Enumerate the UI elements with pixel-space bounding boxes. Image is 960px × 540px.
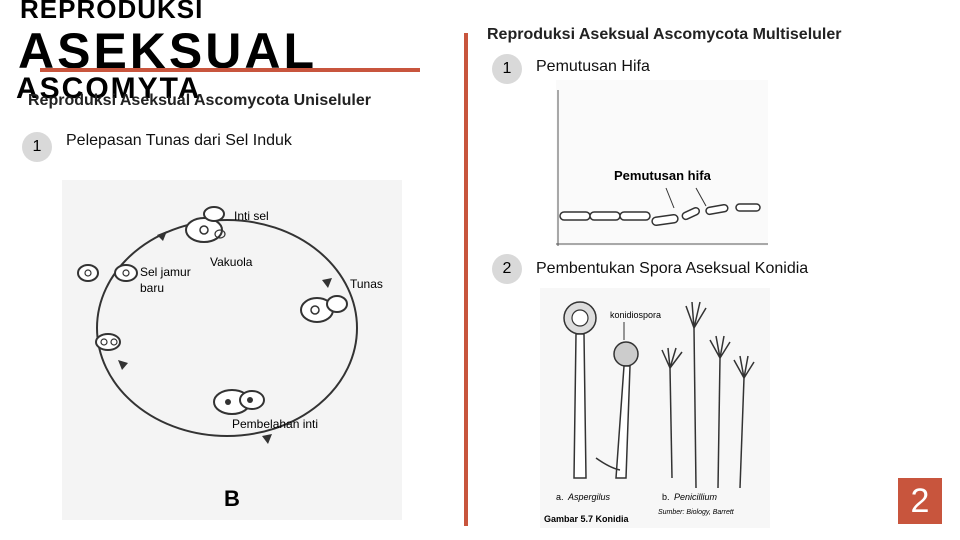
- left-item-1-number: 1: [22, 132, 52, 162]
- conidia-figure: konidiospora a. Aspergilus b. Penicilliu…: [540, 288, 770, 528]
- label-a: a.: [556, 492, 564, 502]
- figure-source: Sumber: Biology, Barrett: [658, 509, 735, 516]
- left-heading: Reproduksi Aseksual Ascomycota Uniselule…: [28, 92, 371, 109]
- label-aspergillus: Aspergilus: [567, 492, 611, 502]
- label-penicillium: Penicillium: [674, 492, 718, 502]
- figure-caption: Gambar 5.7 Konidia: [544, 514, 630, 524]
- label-konidiospora: konidiospora: [610, 310, 661, 320]
- label-pembelahan-inti: Pembelahan inti: [232, 417, 318, 431]
- label-pemutusan-hifa: Pemutusan hifa: [614, 168, 712, 183]
- title-line-2: ASEKSUAL: [18, 23, 318, 79]
- label-inti-sel: Inti sel: [234, 209, 269, 223]
- label-baru: baru: [140, 281, 164, 295]
- budding-cycle-figure: Inti sel Vakuola Tunas Sel jamur baru Pe…: [62, 180, 402, 520]
- title-underline: [40, 68, 420, 72]
- label-panel-b: B: [224, 486, 240, 511]
- right-item-2-text: Pembentukan Spora Aseksual Konidia: [536, 260, 809, 277]
- label-sel-jamur: Sel jamur: [140, 265, 191, 279]
- column-divider: [464, 33, 468, 526]
- label-vakuola: Vakuola: [210, 255, 253, 269]
- right-item-1-text: Pemutusan Hifa: [536, 58, 650, 75]
- right-heading: Reproduksi Aseksual Ascomycota Multiselu…: [487, 26, 842, 43]
- hyphal-fragmentation-figure: Pemutusan hifa: [556, 80, 768, 246]
- left-item-1-text: Pelepasan Tunas dari Sel Induk: [66, 132, 292, 149]
- title-line-1: REPRODUKSI: [20, 0, 204, 24]
- label-tunas: Tunas: [350, 277, 383, 291]
- label-b: b.: [662, 492, 670, 502]
- penicillium-icon: [661, 301, 755, 489]
- title-line-3: ASCOMYTA: [16, 72, 202, 105]
- right-item-2-number: 2: [492, 254, 522, 284]
- page-number: 2: [898, 478, 942, 524]
- right-item-1-number: 1: [492, 54, 522, 84]
